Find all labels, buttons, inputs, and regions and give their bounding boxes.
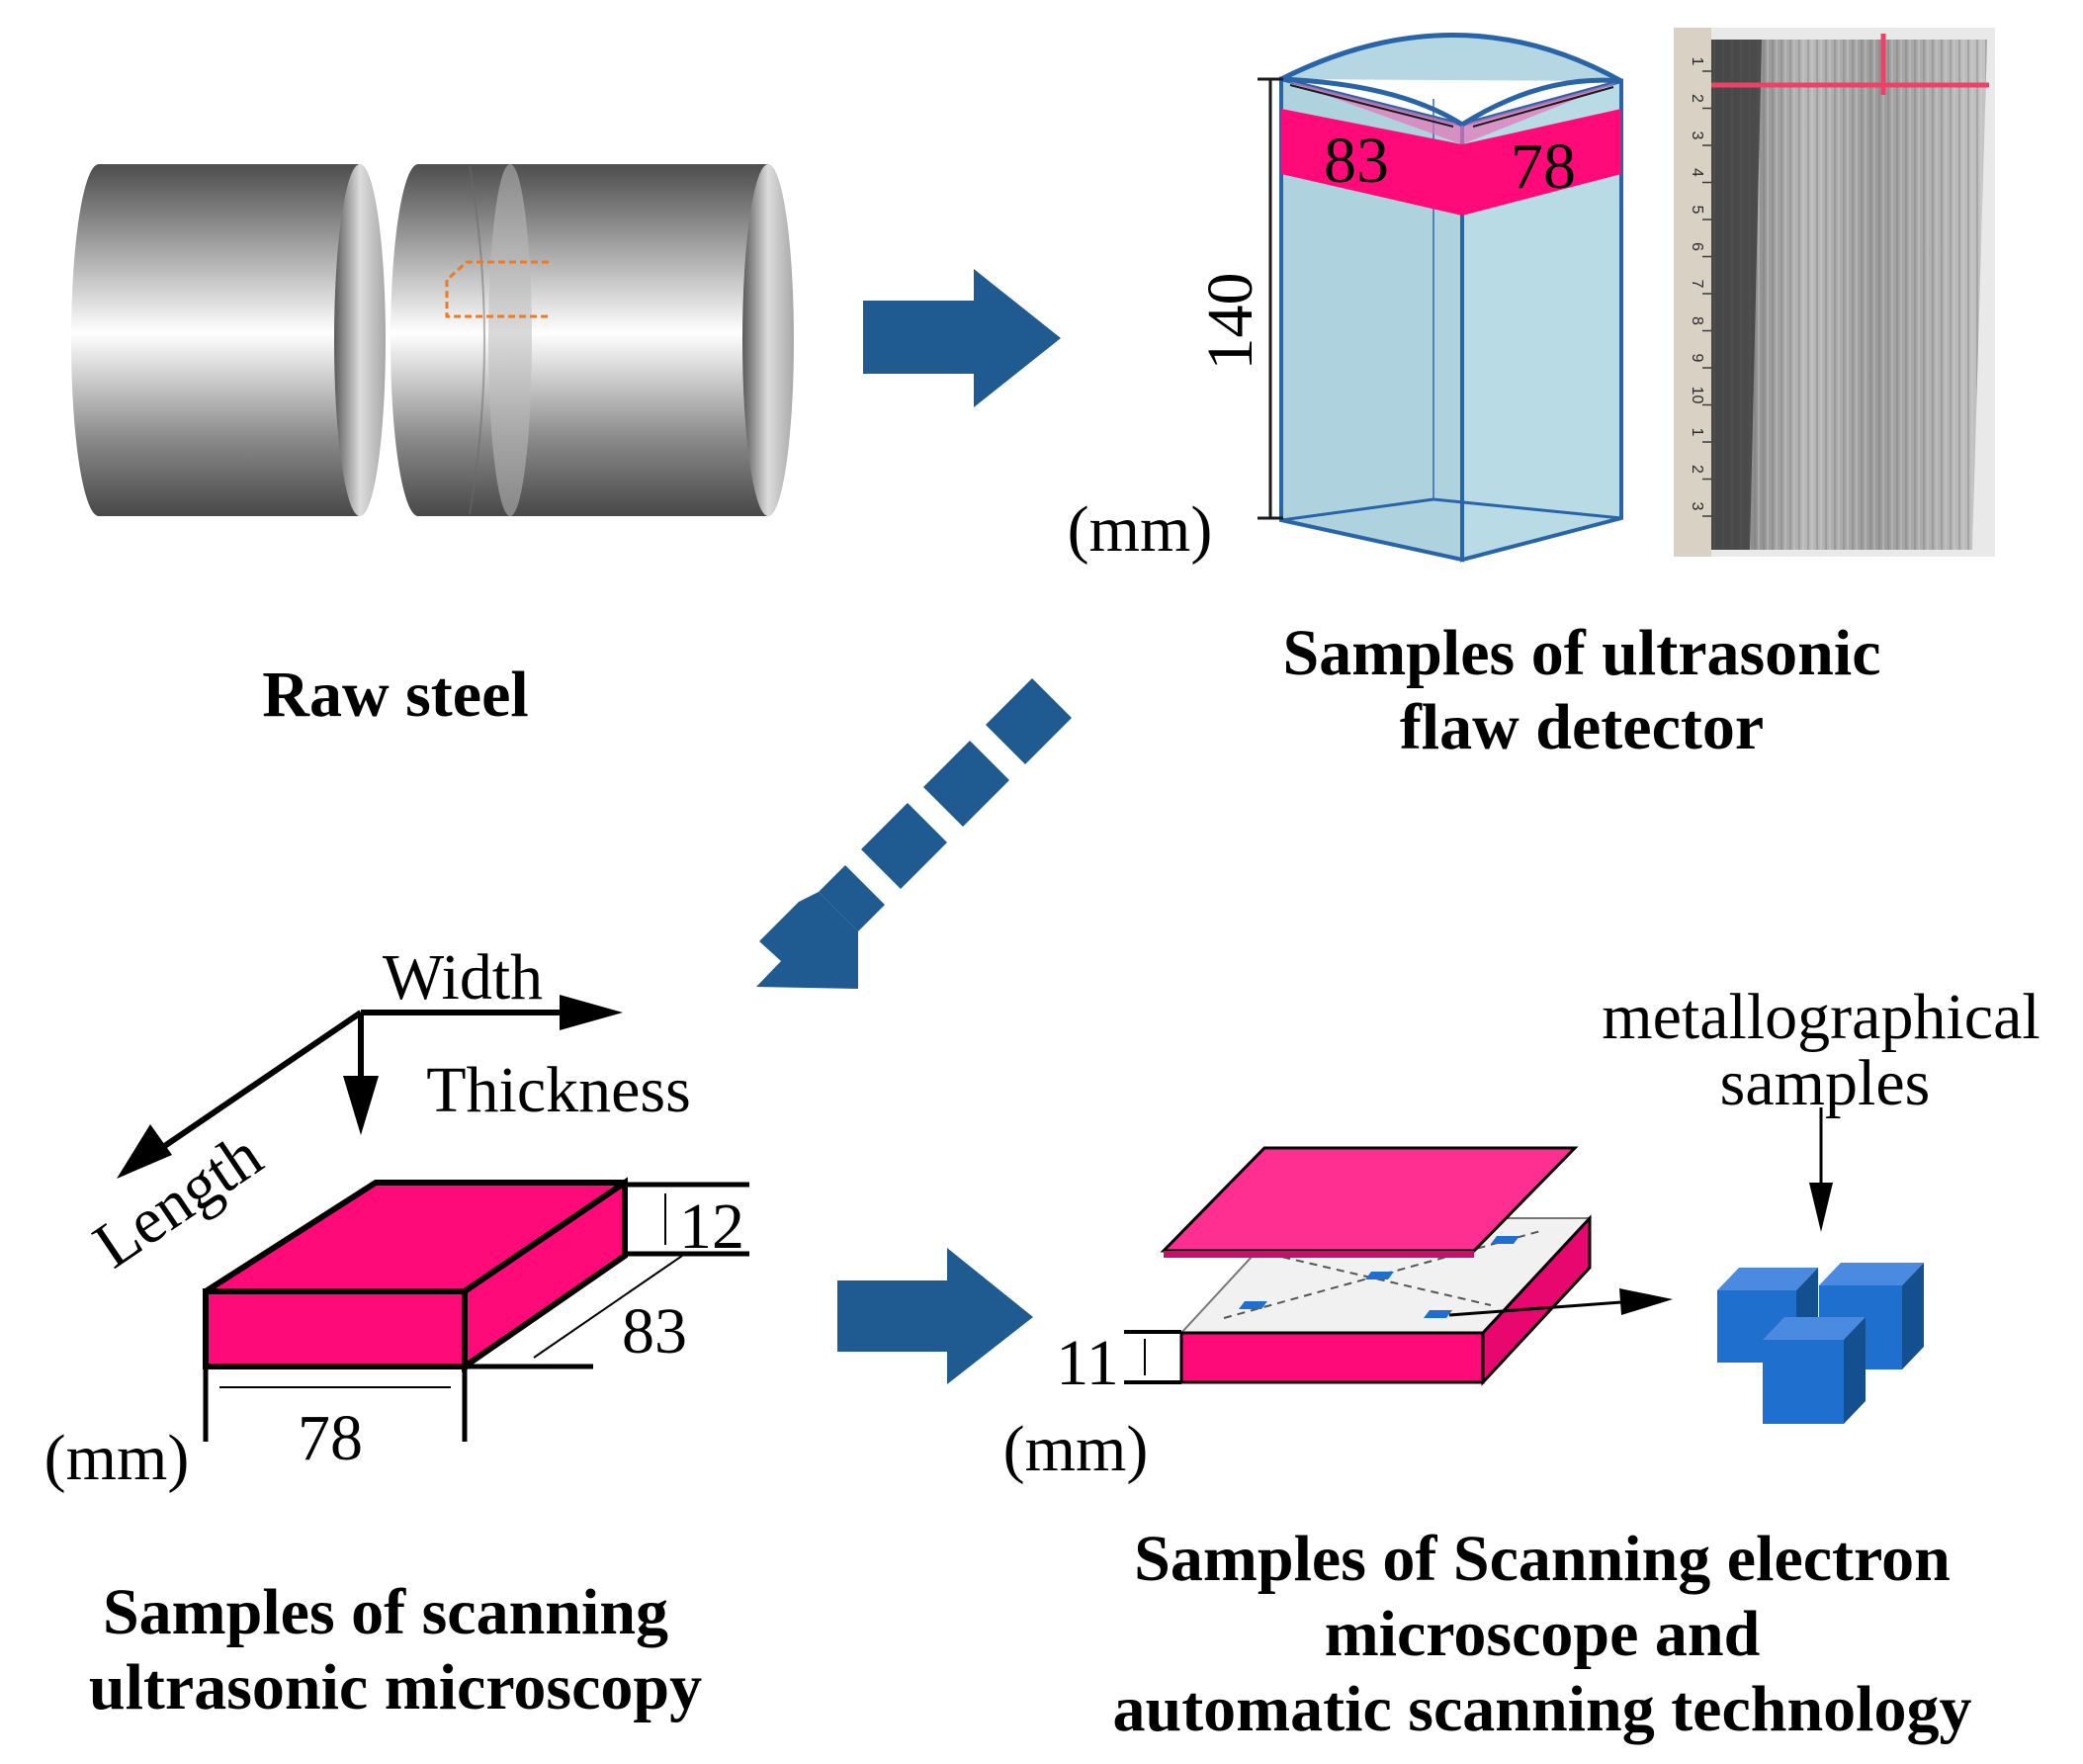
- ruler-tick-label: 4: [1689, 168, 1705, 177]
- axis-label-length: Length: [81, 1119, 275, 1282]
- caption-scanning-ultrasonic-1: Samples of scanning: [103, 1576, 668, 1648]
- ruler-tick-label: 3: [1689, 502, 1705, 511]
- caption-scanning-ultrasonic-2: ultrasonic microscopy: [89, 1651, 702, 1723]
- orientation-axes: [117, 995, 623, 1179]
- ruler-tick-label: 5: [1689, 206, 1705, 215]
- ruler-tick-label: 6: [1689, 242, 1705, 251]
- dim-140: 140: [1194, 273, 1266, 371]
- raw-steel-illustration: [71, 164, 794, 516]
- caption-sem-1: Samples of Scanning electron: [1134, 1523, 1951, 1595]
- flaw-detector-specimen: [1279, 33, 1623, 563]
- ruler-tick-label: 8: [1689, 316, 1705, 325]
- axis-label-thickness: Thickness: [426, 1054, 691, 1126]
- callout-metallographical: metallographical: [1602, 981, 2040, 1053]
- arrow-right-bottom: [837, 1248, 1033, 1384]
- dim-12: 12: [679, 1191, 744, 1263]
- unit-mm-sem: (mm): [1003, 1413, 1149, 1485]
- caption-ultrasonic-flaw-1: Samples of ultrasonic: [1282, 617, 1880, 689]
- ruler-tick-label: 9: [1689, 354, 1705, 363]
- callout-arrowhead: [1619, 1288, 1673, 1315]
- callout-samples: samples: [1720, 1047, 1931, 1119]
- metallographical-cubes: [1717, 1263, 1924, 1424]
- caption-ultrasonic-flaw-2: flaw detector: [1400, 691, 1764, 763]
- specimen-photo: 1 2 3 4 5 6 7 8 9 10 1 2 3: [1674, 28, 1995, 557]
- ruler-ticks: 1 2 3 4 5 6 7 8 9 10 1 2 3: [1689, 57, 1711, 517]
- specimen-slice: [1281, 109, 1462, 216]
- ruler-tick-label: 7: [1689, 280, 1705, 289]
- caption-sem-3: automatic scanning technology: [1112, 1673, 1971, 1745]
- unit-mm-top: (mm): [1068, 493, 1213, 566]
- arrow-right-top: [863, 269, 1061, 407]
- dim-83-top: 83: [1324, 125, 1389, 197]
- ruler-tick-label: 1: [1689, 428, 1705, 437]
- block-dimension-lines: [203, 1182, 749, 1442]
- unit-mm-block: (mm): [44, 1422, 190, 1494]
- cut-outline: [445, 260, 549, 318]
- sem-dimension-lines: [1124, 1300, 1622, 1384]
- steel-cylinder-right: [391, 164, 794, 516]
- dim-11: 11: [1056, 1327, 1119, 1399]
- caption-raw-steel: Raw steel: [262, 659, 528, 731]
- callout-down-arrowhead: [1809, 1183, 1833, 1232]
- dim-78-top: 78: [1511, 131, 1576, 203]
- ruler-tick-label: 10: [1689, 387, 1705, 404]
- sem-sample: [1160, 1146, 1593, 1386]
- arrow-diagonal-dashed: [756, 678, 1072, 989]
- ruler-tick-label: 3: [1689, 132, 1705, 140]
- ruler-tick-label: 1: [1689, 57, 1705, 66]
- caption-sem-2: microscope and: [1325, 1598, 1761, 1670]
- steel-cylinder-left: [71, 164, 386, 516]
- ruler-tick-label: 2: [1689, 465, 1705, 474]
- dim-83-block: 83: [622, 1295, 687, 1367]
- ruler-tick-label: 2: [1689, 94, 1705, 103]
- dim-78-block: 78: [298, 1402, 363, 1474]
- axis-label-width: Width: [383, 941, 543, 1014]
